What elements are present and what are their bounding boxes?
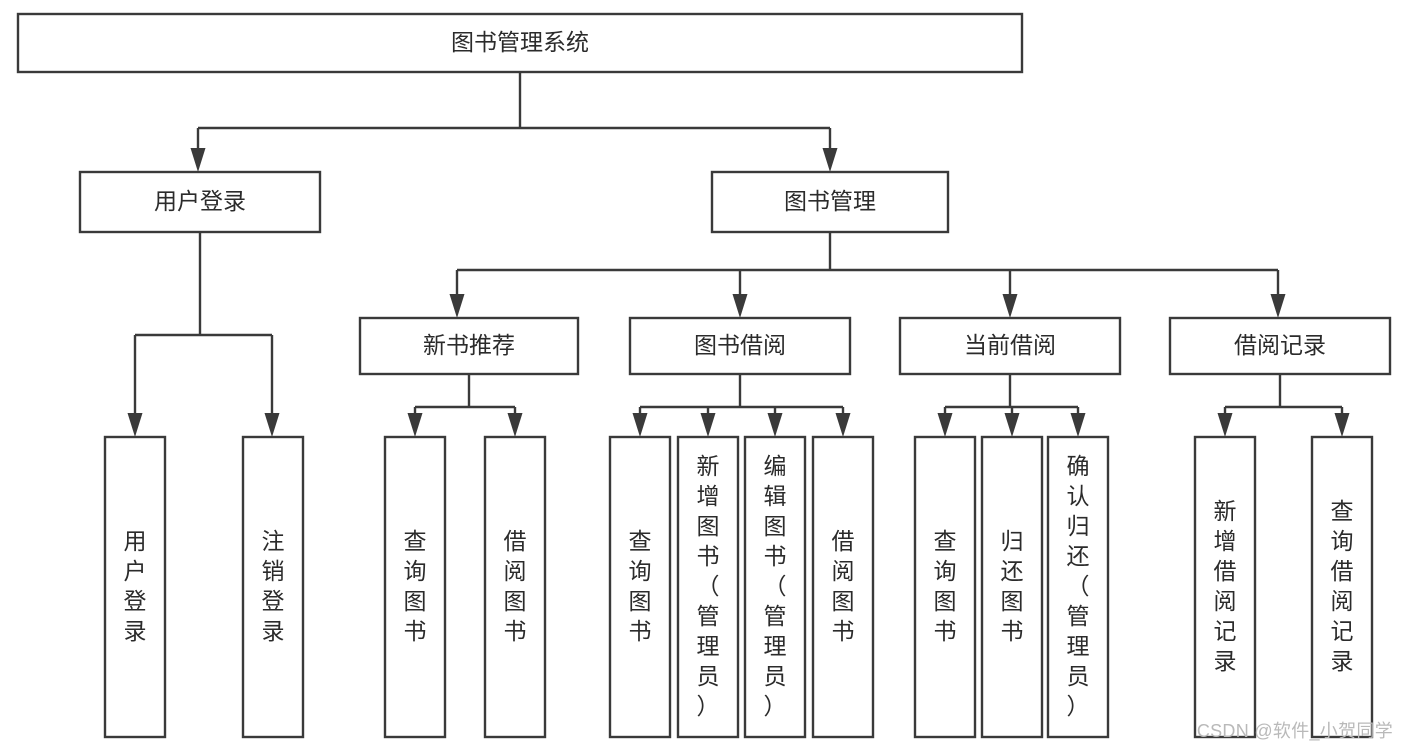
connector-cb-to-leaf2	[1004, 407, 1020, 437]
node-box-leaf-query-book-current[interactable]	[913, 435, 977, 739]
connector-cb-to-leaf3	[1070, 407, 1086, 437]
node-current-borrow[interactable]: 当前借阅	[898, 316, 1122, 376]
node-label-new-book-recommend: 新书推荐	[423, 332, 515, 358]
node-user-login[interactable]: 用户登录	[78, 170, 322, 234]
node-box-root[interactable]	[16, 12, 1024, 74]
node-leaf-query-borrow-record[interactable]: 查询借阅记录	[1310, 435, 1374, 739]
node-label-leaf-query-borrow-record: 查询借阅记录	[1331, 498, 1354, 674]
node-book-management[interactable]: 图书管理	[710, 170, 950, 234]
node-borrow-records[interactable]: 借阅记录	[1168, 316, 1392, 376]
node-label-leaf-add-book-admin: 新增图书（管理员）	[697, 453, 720, 719]
node-leaf-user-login[interactable]: 用户登录	[103, 435, 167, 739]
node-label-leaf-logout: 注销登录	[262, 528, 285, 644]
node-leaf-query-book-borrow[interactable]: 查询图书	[608, 435, 672, 739]
connector-br-to-leaf1	[1217, 407, 1233, 437]
node-box-leaf-add-borrow-record[interactable]	[1193, 435, 1257, 739]
node-box-leaf-query-book-borrow[interactable]	[608, 435, 672, 739]
node-box-leaf-confirm-return-admin[interactable]	[1046, 435, 1110, 739]
node-label-leaf-borrow-book: 借阅图书	[832, 528, 855, 644]
node-label-root: 图书管理系统	[451, 29, 589, 55]
node-box-user-login[interactable]	[78, 170, 322, 234]
node-leaf-add-book-admin[interactable]: 新增图书（管理员）	[676, 435, 740, 739]
node-root[interactable]: 图书管理系统	[16, 12, 1024, 74]
node-label-leaf-borrow-book-recommend: 借阅图书	[504, 528, 527, 644]
connector-layer	[127, 72, 1350, 437]
node-label-book-management: 图书管理	[784, 188, 876, 214]
node-box-leaf-logout[interactable]	[241, 435, 305, 739]
node-box-leaf-return-book[interactable]	[980, 435, 1044, 739]
node-box-leaf-borrow-book-recommend[interactable]	[483, 435, 547, 739]
csdn-watermark: CSDN @软件_小贺同学	[1196, 721, 1393, 741]
node-box-borrow-records[interactable]	[1168, 316, 1392, 376]
connector-ul-to-leaf2	[264, 335, 280, 437]
node-box-book-borrow[interactable]	[628, 316, 852, 376]
node-leaf-confirm-return-admin[interactable]: 确认归还（管理员）	[1046, 435, 1110, 739]
node-box-new-book-recommend[interactable]	[358, 316, 580, 376]
node-label-current-borrow: 当前借阅	[964, 332, 1056, 358]
node-book-borrow[interactable]: 图书借阅	[628, 316, 852, 376]
node-box-leaf-add-book-admin[interactable]	[676, 435, 740, 739]
node-layer: 图书管理系统用户登录图书管理新书推荐图书借阅当前借阅借阅记录用户登录注销登录查询…	[16, 12, 1392, 739]
connector-nb-to-leaf1	[407, 407, 423, 437]
node-leaf-borrow-book-recommend[interactable]: 借阅图书	[483, 435, 547, 739]
node-label-leaf-query-book-recommend: 查询图书	[404, 528, 427, 644]
node-label-leaf-query-book-borrow: 查询图书	[629, 528, 652, 644]
node-leaf-add-borrow-record[interactable]: 新增借阅记录	[1193, 435, 1257, 739]
connector-root-to-user-login	[190, 128, 206, 172]
connector-br-to-leaf2	[1334, 407, 1350, 437]
node-box-leaf-query-borrow-record[interactable]	[1310, 435, 1374, 739]
node-leaf-query-book-current[interactable]: 查询图书	[913, 435, 977, 739]
node-box-leaf-query-book-recommend[interactable]	[383, 435, 447, 739]
node-label-user-login: 用户登录	[154, 188, 246, 214]
connector-bb-to-leaf3	[767, 407, 783, 437]
connector-root-to-book-management	[822, 128, 838, 172]
connector-cb-to-leaf1	[937, 407, 953, 437]
node-leaf-logout[interactable]: 注销登录	[241, 435, 305, 739]
node-label-leaf-add-borrow-record: 新增借阅记录	[1214, 498, 1237, 674]
connector-bb-to-leaf1	[632, 407, 648, 437]
node-box-leaf-edit-book-admin[interactable]	[743, 435, 807, 739]
connector-bm-to-book-borrow	[732, 270, 748, 318]
node-box-leaf-user-login[interactable]	[103, 435, 167, 739]
node-label-leaf-confirm-return-admin: 确认归还（管理员）	[1067, 453, 1090, 719]
connector-bm-to-current-borrow	[1002, 270, 1018, 318]
node-box-leaf-borrow-book[interactable]	[811, 435, 875, 739]
node-leaf-query-book-recommend[interactable]: 查询图书	[383, 435, 447, 739]
node-leaf-edit-book-admin[interactable]: 编辑图书（管理员）	[743, 435, 807, 739]
node-label-leaf-return-book: 归还图书	[1001, 528, 1024, 644]
connector-bb-to-leaf2	[700, 407, 716, 437]
node-label-leaf-user-login: 用户登录	[124, 528, 147, 644]
node-label-leaf-edit-book-admin: 编辑图书（管理员）	[764, 453, 787, 719]
node-box-current-borrow[interactable]	[898, 316, 1122, 376]
connector-bm-to-borrow-records	[1270, 270, 1286, 318]
node-label-borrow-records: 借阅记录	[1234, 332, 1326, 358]
connector-bm-to-new-book	[449, 270, 465, 318]
node-new-book-recommend[interactable]: 新书推荐	[358, 316, 580, 376]
node-label-book-borrow: 图书借阅	[694, 332, 786, 358]
node-leaf-return-book[interactable]: 归还图书	[980, 435, 1044, 739]
node-label-leaf-query-book-current: 查询图书	[934, 528, 957, 644]
connector-nb-to-leaf2	[507, 407, 523, 437]
connector-ul-to-leaf1	[127, 335, 143, 437]
node-box-book-management[interactable]	[710, 170, 950, 234]
node-leaf-borrow-book[interactable]: 借阅图书	[811, 435, 875, 739]
connector-bb-to-leaf4	[835, 407, 851, 437]
